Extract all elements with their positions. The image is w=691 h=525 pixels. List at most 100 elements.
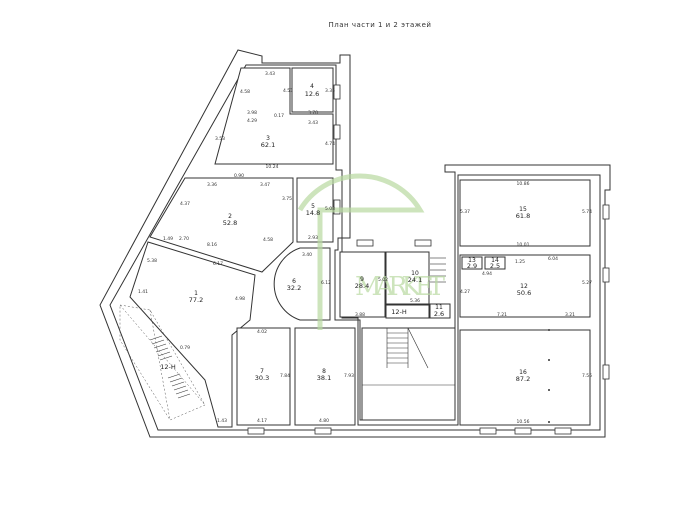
- watermark-logo: MARKET: [297, 173, 446, 330]
- room-3: [214, 67, 334, 165]
- room-9: [339, 251, 386, 318]
- room-14: [484, 256, 506, 270]
- svg-text:4: 4: [310, 83, 314, 90]
- svg-text:3: 3: [266, 135, 270, 142]
- svg-text:5.27: 5.27: [582, 280, 592, 286]
- svg-text:4.74: 4.74: [325, 141, 335, 147]
- svg-text:6.17: 6.17: [213, 261, 223, 267]
- staircase-center: [362, 257, 455, 386]
- svg-text:4.98: 4.98: [235, 296, 245, 302]
- svg-text:38.1: 38.1: [317, 374, 331, 382]
- svg-text:3.98: 3.98: [247, 110, 257, 116]
- svg-text:3.75: 3.75: [282, 196, 292, 202]
- svg-text:11: 11: [435, 304, 443, 311]
- svg-text:16: 16: [519, 369, 527, 376]
- svg-text:10.24: 10.24: [266, 164, 279, 170]
- room-10: [385, 251, 430, 305]
- svg-text:4.27: 4.27: [460, 289, 470, 295]
- svg-text:4.80: 4.80: [319, 418, 329, 424]
- svg-text:3.35: 3.35: [325, 88, 335, 94]
- dimension-labels: 3.43 4.51 3.35 3.98 4.29 0.17 3.70 3.43 …: [138, 71, 592, 425]
- stair-well: [361, 327, 456, 421]
- svg-text:3.70: 3.70: [308, 110, 318, 116]
- outer-walls: [99, 49, 611, 438]
- svg-text:13: 13: [468, 257, 476, 264]
- room-labels: 412.6 362.1 252.8 514.8 177.2 632.2 730.…: [160, 83, 531, 383]
- room-6: [273, 247, 331, 321]
- svg-text:6: 6: [292, 278, 296, 285]
- svg-text:7.21: 7.21: [497, 312, 507, 318]
- svg-text:4.29: 4.29: [247, 118, 257, 124]
- svg-text:0.17: 0.17: [274, 113, 284, 119]
- svg-text:2.70: 2.70: [179, 236, 189, 242]
- svg-text:5: 5: [311, 203, 315, 210]
- svg-text:2: 2: [228, 213, 232, 220]
- svg-text:3.36: 3.36: [207, 182, 217, 188]
- svg-text:4.94: 4.94: [482, 271, 492, 277]
- room-12: [459, 254, 591, 318]
- svg-text:4.02: 4.02: [257, 329, 267, 335]
- svg-text:10.86: 10.86: [517, 181, 530, 187]
- svg-text:52.8: 52.8: [223, 219, 237, 227]
- svg-text:3.88: 3.88: [355, 312, 365, 318]
- staircase-left: [119, 304, 206, 421]
- room-7: [236, 327, 291, 426]
- svg-text:10: 10: [411, 270, 419, 277]
- svg-text:5.38: 5.38: [147, 258, 157, 264]
- plan-title: План части 1 и 2 этажей: [329, 21, 432, 29]
- svg-text:15: 15: [519, 206, 527, 213]
- svg-text:7.56: 7.56: [582, 373, 592, 379]
- svg-text:2.6: 2.6: [434, 310, 444, 318]
- stair-hall: [385, 304, 430, 319]
- svg-text:24.1: 24.1: [408, 276, 422, 284]
- svg-text:0.79: 0.79: [180, 345, 190, 351]
- svg-text:32.2: 32.2: [287, 284, 301, 292]
- room-2: [149, 177, 294, 273]
- svg-text:3.21: 3.21: [565, 312, 575, 318]
- svg-text:7.93: 7.93: [344, 373, 354, 379]
- svg-text:28.4: 28.4: [355, 282, 369, 290]
- svg-text:4.37: 4.37: [180, 201, 190, 207]
- svg-text:61.8: 61.8: [516, 212, 530, 220]
- svg-text:62.1: 62.1: [261, 141, 275, 149]
- svg-text:4.51: 4.51: [283, 88, 293, 94]
- svg-text:3.53: 3.53: [215, 136, 225, 142]
- svg-text:4.17: 4.17: [257, 418, 267, 424]
- svg-text:2.93: 2.93: [308, 235, 318, 241]
- room-15: [459, 179, 591, 247]
- room-5: [296, 177, 334, 243]
- svg-text:30.3: 30.3: [255, 374, 269, 382]
- svg-text:1.43: 1.43: [217, 418, 227, 424]
- svg-text:MARKET: MARKET: [355, 272, 446, 302]
- svg-text:12.6: 12.6: [305, 90, 319, 98]
- svg-text:87.2: 87.2: [516, 375, 530, 383]
- room-4: [291, 67, 334, 113]
- svg-text:3.43: 3.43: [308, 120, 318, 126]
- room-13: [461, 256, 483, 270]
- svg-text:3.43: 3.43: [265, 71, 275, 77]
- svg-text:5.36: 5.36: [410, 298, 420, 304]
- svg-text:5.37: 5.37: [460, 209, 470, 215]
- svg-text:2.9: 2.9: [467, 262, 477, 270]
- svg-text:8.16: 8.16: [207, 242, 217, 248]
- windows: [247, 84, 610, 435]
- svg-text:3.40: 3.40: [302, 252, 312, 258]
- svg-text:5.02: 5.02: [378, 277, 388, 283]
- room-11: [429, 303, 451, 319]
- svg-text:3.47: 3.47: [260, 182, 270, 188]
- svg-text:12: 12: [520, 283, 528, 290]
- svg-text:5.08: 5.08: [325, 206, 335, 212]
- svg-text:4.58: 4.58: [240, 89, 250, 95]
- room-8: [294, 327, 356, 426]
- svg-text:4.58: 4.58: [263, 237, 273, 243]
- room-1: [129, 241, 256, 428]
- stair-label: 12-Н: [391, 308, 407, 316]
- svg-text:1: 1: [194, 290, 198, 297]
- svg-text:7: 7: [260, 368, 264, 375]
- svg-text:2.5: 2.5: [490, 262, 500, 270]
- stair-label: 12-Н: [160, 363, 176, 371]
- svg-text:10.01: 10.01: [517, 242, 530, 248]
- svg-text:14: 14: [491, 257, 499, 264]
- svg-text:1.41: 1.41: [138, 289, 148, 295]
